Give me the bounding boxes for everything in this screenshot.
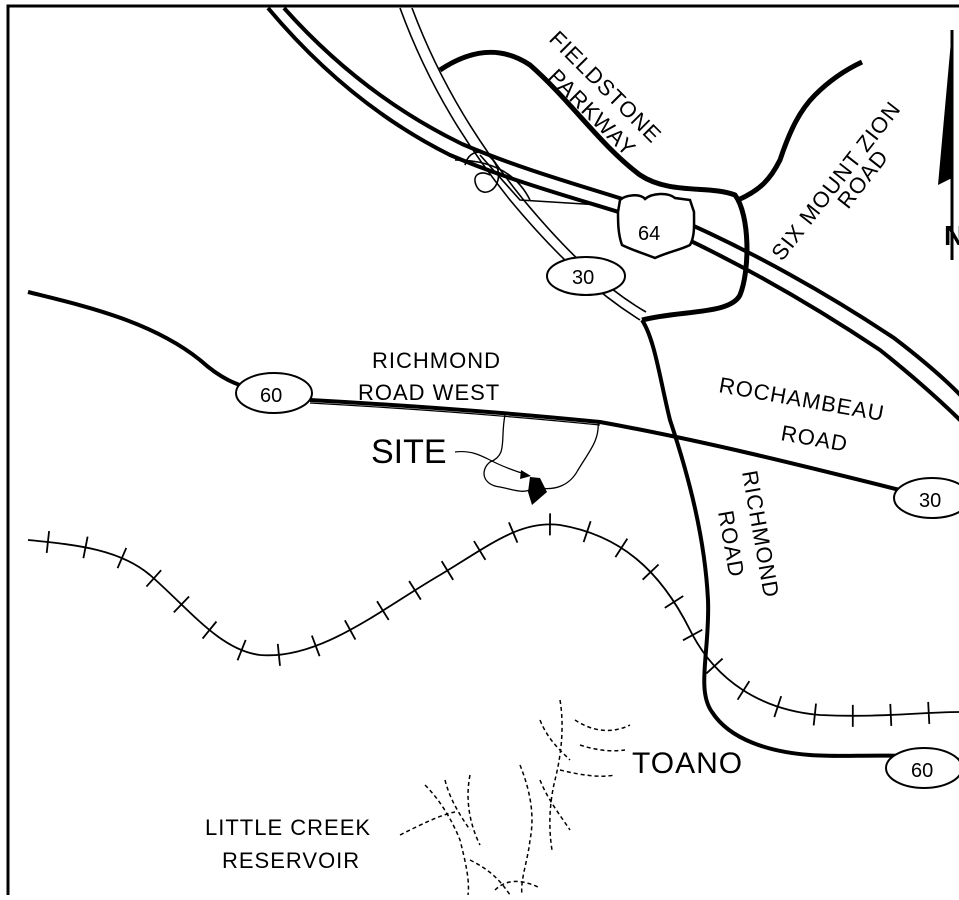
label-reservoir: RESERVOIR bbox=[222, 848, 360, 873]
railroad-tie bbox=[665, 596, 683, 608]
railroad-tie bbox=[278, 644, 280, 666]
railroad-tie bbox=[442, 561, 454, 580]
railroad-tie bbox=[238, 640, 246, 660]
label-six-mount-zion: SIX MOUNT ZION bbox=[766, 96, 905, 265]
railroad-tie bbox=[509, 522, 518, 542]
shield-route-30-north: 30 bbox=[547, 257, 625, 295]
label-rochambeau-road: ROAD bbox=[779, 420, 850, 456]
railroad-line bbox=[28, 524, 959, 715]
site-leader-line bbox=[455, 452, 528, 475]
route-60-west-road bbox=[28, 292, 262, 392]
label-site: SITE bbox=[371, 433, 447, 471]
railroad-tie bbox=[474, 541, 485, 560]
railroad-tie bbox=[683, 630, 702, 641]
label-richmond-road: RICHMOND bbox=[737, 469, 784, 600]
shield-route-30-east: 30 bbox=[894, 478, 959, 518]
label-road-west: ROAD WEST bbox=[358, 380, 500, 405]
railroad-tie bbox=[345, 620, 356, 639]
label-richmond-road-2: ROAD bbox=[713, 509, 749, 580]
interchange-ramps bbox=[455, 152, 600, 205]
label-rochambeau: ROCHAMBEAU bbox=[717, 372, 886, 426]
railroad-tie bbox=[615, 539, 627, 557]
shield-route-60-east: 60 bbox=[886, 748, 959, 788]
shield-route-30-north-label: 30 bbox=[572, 267, 594, 289]
railroad-tie bbox=[890, 704, 891, 726]
little-creek-reservoir-water bbox=[400, 700, 630, 895]
shield-route-30-east-label: 30 bbox=[919, 490, 941, 512]
shield-us-64: 64 bbox=[618, 194, 694, 258]
north-label: N bbox=[944, 220, 959, 251]
label-toano: TOANO bbox=[632, 747, 743, 780]
railroad-tie bbox=[377, 601, 389, 620]
railroad-tie bbox=[928, 702, 929, 724]
railroad-tie bbox=[814, 704, 816, 726]
railroad-tie bbox=[738, 681, 750, 700]
railroad-tie bbox=[409, 581, 421, 600]
site-marker bbox=[528, 477, 547, 505]
label-little-creek: LITTLE CREEK bbox=[205, 815, 371, 840]
shield-route-60-west-label: 60 bbox=[260, 385, 282, 407]
north-arrow-icon: N bbox=[938, 30, 959, 260]
railroad-tie bbox=[118, 548, 127, 568]
railroad-tie bbox=[203, 621, 217, 638]
site-parcel-outline bbox=[484, 415, 598, 491]
shield-route-60-east-label: 60 bbox=[911, 760, 933, 782]
label-richmond: RICHMOND bbox=[372, 348, 501, 373]
shield-us-64-label: 64 bbox=[638, 223, 660, 245]
shield-route-60-west: 60 bbox=[236, 373, 312, 413]
railroad-tie bbox=[47, 531, 49, 553]
